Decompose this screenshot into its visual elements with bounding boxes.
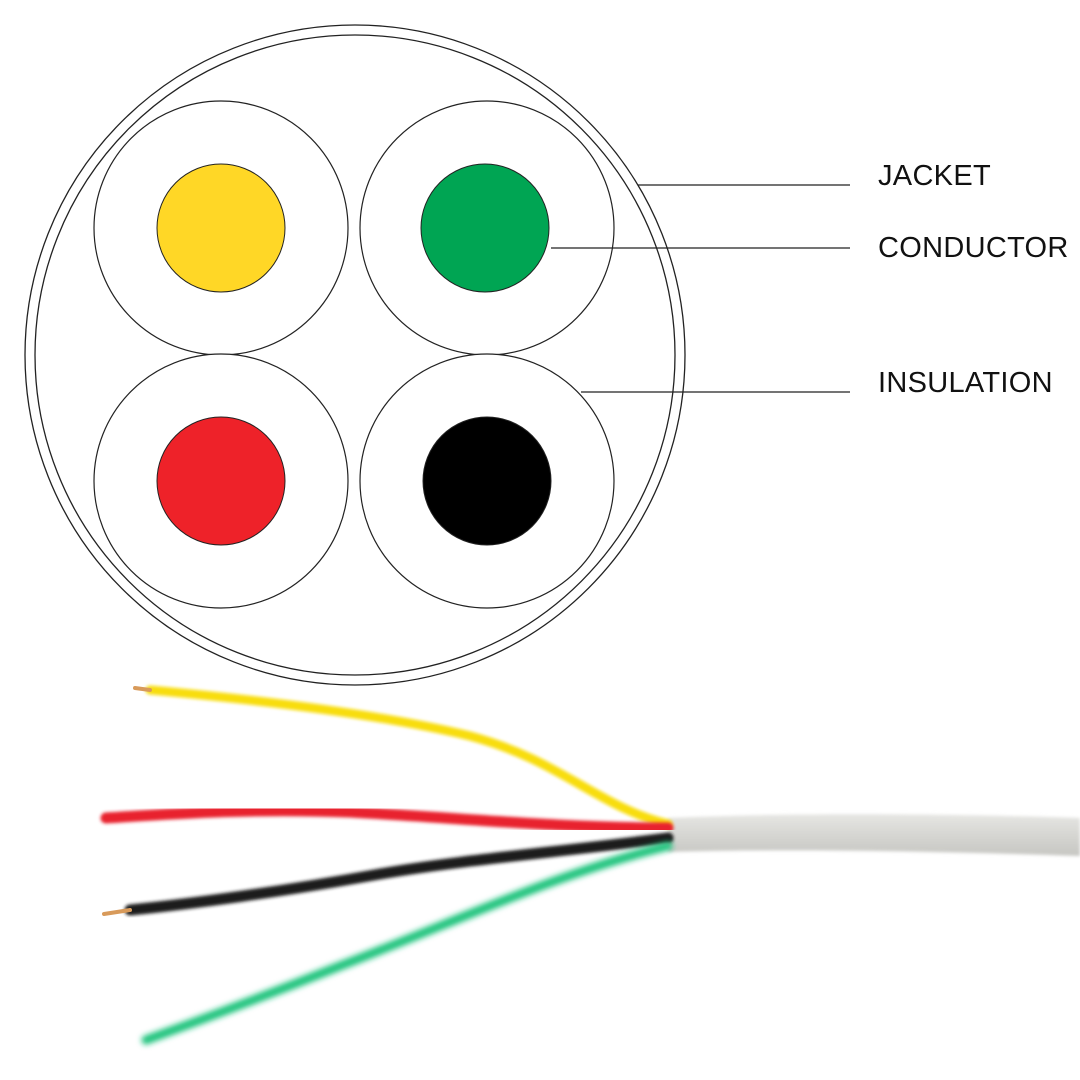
conductor-black — [422, 416, 552, 546]
insulation-label: INSULATION — [878, 367, 1053, 399]
conductor-label: CONDUCTOR — [878, 232, 1069, 264]
wire-black — [124, 832, 674, 916]
conductor-red — [156, 416, 286, 546]
copper-tip-black — [102, 908, 132, 916]
jacket — [24, 24, 686, 686]
jacket-inner-ring — [34, 34, 676, 676]
wire-yellow — [145, 685, 673, 829]
wire-red — [100, 805, 674, 834]
conductor-green — [420, 163, 550, 293]
conductor-group — [156, 163, 552, 546]
conductor-yellow — [156, 163, 286, 293]
jacket-label: JACKET — [878, 160, 991, 192]
cable-sheath — [668, 814, 1080, 856]
leader-lines — [551, 184, 850, 393]
copper-tip-yellow — [133, 686, 152, 692]
stripped-cable-photo — [100, 685, 1080, 1045]
wire-green — [141, 841, 673, 1045]
